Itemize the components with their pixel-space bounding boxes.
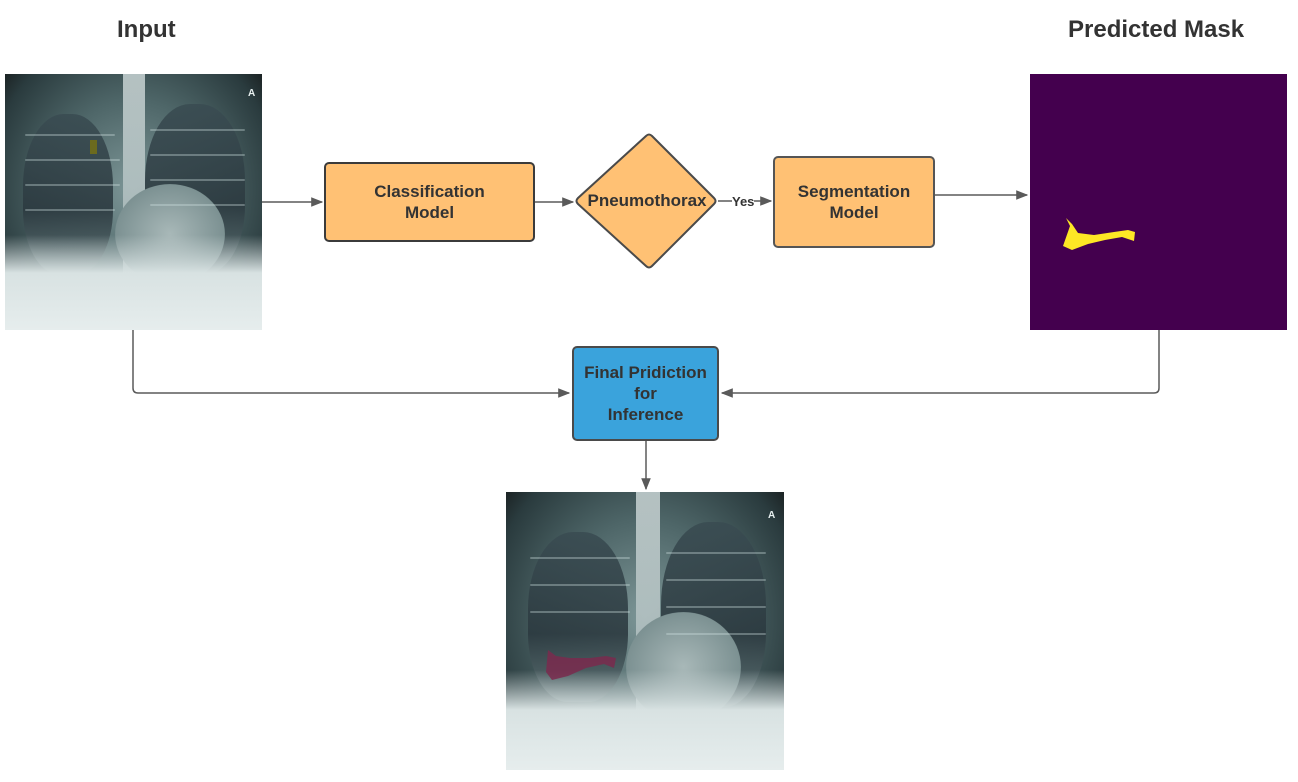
edge-input-to-final <box>132 330 571 398</box>
edge-mask-to-final <box>720 330 1160 398</box>
input-xray-image: A <box>5 74 262 330</box>
output-xray-image: A <box>506 492 784 770</box>
yes-edge-label: Yes <box>732 194 755 209</box>
final-prediction-label: Final Pridiction for Inference <box>584 363 707 424</box>
input-heading: Input <box>117 16 176 43</box>
predicted-mask-image <box>1030 74 1287 330</box>
xray-marker-letter: A <box>768 510 776 521</box>
classification-model-label: Classification Model <box>374 182 485 222</box>
segmentation-model-label: Segmentation Model <box>797 182 911 222</box>
mask-region-svg <box>1063 218 1135 250</box>
segmentation-model-node: Segmentation Model <box>773 156 935 248</box>
classification-model-node: Classification Model <box>324 162 535 242</box>
lesion-spot <box>90 140 97 154</box>
overlay-svg <box>546 650 616 680</box>
pneumothorax-node-label: Pneumothorax <box>587 191 707 210</box>
final-prediction-node: Final Pridiction for Inference <box>572 346 719 441</box>
pneumothorax-decision-shape <box>575 133 717 269</box>
predicted-mask-heading: Predicted Mask <box>1068 16 1245 43</box>
mask-region <box>1063 218 1135 250</box>
xray-marker-letter: A <box>248 88 256 99</box>
overlay-region <box>546 650 616 680</box>
